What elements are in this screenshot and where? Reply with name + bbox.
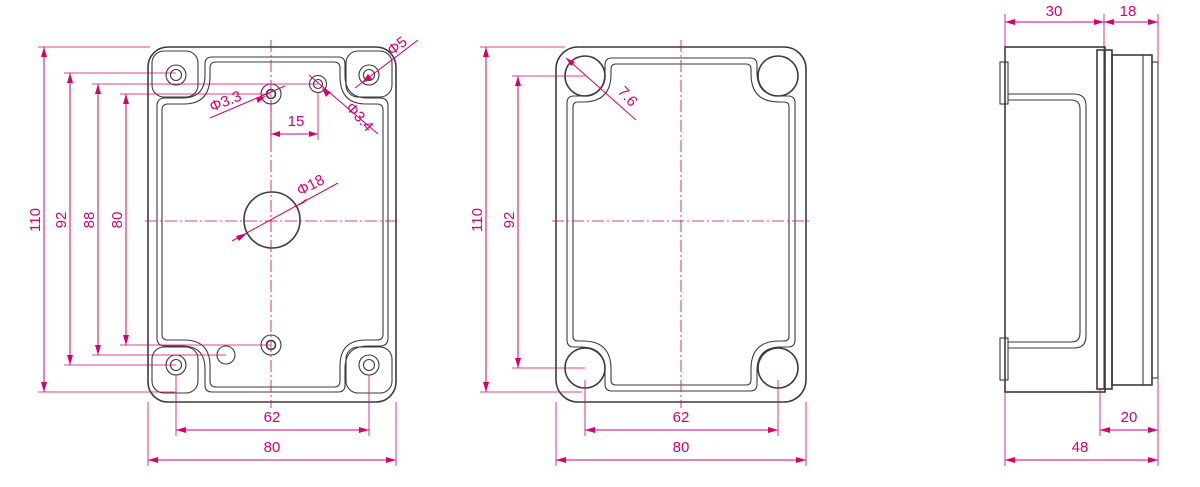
top-arrow-62-right xyxy=(768,427,778,433)
front-arrow-88-top xyxy=(95,84,101,94)
top-label-radius: 7.6 xyxy=(614,83,641,110)
front-arrow-15-left xyxy=(271,131,280,137)
front-arrow-88-bot xyxy=(95,345,101,355)
front-inner-outline xyxy=(156,56,389,393)
front-arrow-80w-right xyxy=(386,457,396,463)
front-leader-phi34 xyxy=(308,74,379,135)
side-arrow-30-right xyxy=(1094,19,1104,25)
front-outer-outline xyxy=(147,46,397,403)
side-arrow-48-left xyxy=(1005,457,1015,463)
front-arrow-80w-left xyxy=(148,457,158,463)
front-corner-hole-tl-inner xyxy=(169,68,183,82)
side-lid-inner-recess xyxy=(1008,93,1087,349)
top-arrow-110-top xyxy=(483,47,489,57)
top-inner-outline-2 xyxy=(572,63,790,386)
front-label-phi5: Φ5 xyxy=(384,33,410,59)
front-label-110: 110 xyxy=(27,208,44,232)
front-leader-phi33 xyxy=(209,85,286,119)
side-arrow-18-left xyxy=(1104,19,1114,25)
side-arrow-30-left xyxy=(1005,19,1015,25)
front-corner-pocket-tl xyxy=(151,50,199,98)
front-label-phi34: Φ3.4 xyxy=(342,99,377,135)
top-arrow-92-top xyxy=(515,76,521,86)
top-leader-radius xyxy=(565,57,637,121)
side-view: 30 18 20 48 xyxy=(999,3,1159,466)
top-corner-boss-tr xyxy=(757,55,799,97)
front-corner-hole-br xyxy=(358,354,380,376)
top-arrow-62-left xyxy=(585,427,595,433)
side-arrow-20-left xyxy=(1100,427,1110,433)
side-lid-inner-recess-2 xyxy=(1008,99,1081,343)
front-view: 110 92 88 80 62 80 15 Φ5 Φ3.3 Φ3.4 xyxy=(27,33,419,466)
top-arrow-80-right xyxy=(796,457,806,463)
front-label-80: 80 xyxy=(109,212,126,229)
top-label-110: 110 xyxy=(469,208,486,232)
front-corner-hole-tr-inner xyxy=(362,68,376,82)
front-arrow-phi33 xyxy=(256,96,266,103)
front-arrow-110-top xyxy=(41,47,47,57)
front-corner-hole-tl xyxy=(165,64,187,86)
front-arrow-phi34 xyxy=(322,88,331,97)
front-label-80w: 80 xyxy=(264,439,281,456)
front-corner-hole-tr xyxy=(358,64,380,86)
top-arrow-92-bot xyxy=(515,358,521,368)
front-label-88: 88 xyxy=(81,212,98,229)
top-arrow-80-left xyxy=(556,457,566,463)
side-label-18: 18 xyxy=(1120,3,1137,20)
side-lid-left-edge-bottom xyxy=(999,337,1009,381)
top-label-92: 92 xyxy=(501,212,518,229)
side-arrow-20-right xyxy=(1148,427,1158,433)
top-label-62: 62 xyxy=(673,409,690,426)
front-label-92: 92 xyxy=(53,212,70,229)
front-leader-phi18 xyxy=(231,182,339,242)
side-lid-body xyxy=(1004,46,1106,393)
front-corner-pocket-tr xyxy=(345,50,393,98)
front-label-62: 62 xyxy=(264,409,281,426)
front-label-15: 15 xyxy=(288,113,305,130)
side-arrow-48-right xyxy=(1148,457,1158,463)
front-arrow-15-right xyxy=(309,131,318,137)
top-arrow-radius xyxy=(566,58,575,66)
front-arrow-62-left xyxy=(176,427,186,433)
front-label-phi18: Φ18 xyxy=(294,171,327,199)
front-arrow-phi5 xyxy=(362,74,372,83)
front-arrow-phi18-a xyxy=(236,233,247,241)
side-label-48: 48 xyxy=(1072,439,1089,456)
top-view: 110 92 62 80 7.6 xyxy=(469,40,810,466)
top-label-80: 80 xyxy=(673,439,690,456)
side-label-20: 20 xyxy=(1121,409,1138,426)
side-base-body xyxy=(1111,54,1153,386)
front-corner-hole-br-inner xyxy=(362,358,376,372)
front-arrow-80-bot xyxy=(123,335,129,345)
front-arrow-92-top xyxy=(67,73,73,83)
top-arrow-110-bot xyxy=(483,382,489,392)
front-arrow-80-top xyxy=(123,94,129,104)
front-inner-outline-2 xyxy=(161,61,384,388)
front-center-hole xyxy=(243,191,301,249)
side-lid-left-edge xyxy=(999,61,1009,105)
front-arrow-92-bot xyxy=(67,355,73,365)
side-arrow-18-right xyxy=(1148,19,1158,25)
front-corner-pocket-bl xyxy=(151,346,199,394)
side-base-back xyxy=(1151,61,1159,379)
front-arrow-62-right xyxy=(359,427,369,433)
side-label-30: 30 xyxy=(1046,3,1063,20)
front-arrow-phi18-b xyxy=(297,198,307,206)
front-arrow-110-bot xyxy=(41,382,47,392)
